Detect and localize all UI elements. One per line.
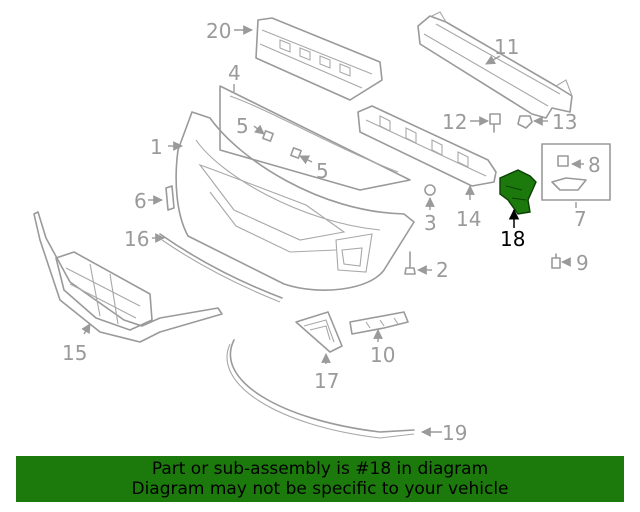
label-11: 11	[494, 35, 519, 59]
label-14: 14	[456, 207, 481, 231]
label-1: 1	[150, 135, 163, 159]
part-6-clip[interactable]	[165, 185, 175, 211]
part-15-grille[interactable]	[33, 211, 223, 343]
label-16: 16	[124, 227, 149, 251]
label-17: 17	[314, 369, 339, 393]
part-3-nut[interactable]	[424, 184, 436, 196]
label-13: 13	[552, 110, 577, 134]
label-18: 18	[500, 227, 525, 251]
part-1-bumper-cover[interactable]	[175, 111, 415, 291]
part-5-clip-a[interactable]	[262, 130, 274, 142]
label-5b: 5	[316, 159, 329, 183]
part-10-bracket[interactable]	[349, 311, 409, 335]
diagram-notice-banner: Part or sub-assembly is #18 in diagram D…	[16, 456, 624, 502]
part-9-bolt[interactable]	[551, 253, 561, 269]
part-8-clip[interactable]	[557, 155, 569, 167]
label-6: 6	[134, 189, 147, 213]
part-19-lower-lip[interactable]	[226, 339, 415, 439]
label-3: 3	[424, 211, 437, 235]
part-2-bolt[interactable]	[404, 251, 416, 275]
label-4: 4	[228, 61, 241, 85]
part-18-shape	[499, 169, 537, 215]
part-11-reinforcement-beam[interactable]	[417, 11, 573, 119]
notice-line-2: Diagram may not be specific to your vehi…	[131, 479, 509, 499]
label-5a: 5	[236, 114, 249, 138]
part-7-bracket-kit[interactable]	[541, 143, 611, 201]
label-12: 12	[442, 110, 467, 134]
bumper-parts-diagram: 20 4 11 12 13 5 5 1 6 16 3 14 18 2 8 7 9…	[33, 11, 611, 445]
part-18-bracket-highlighted[interactable]	[499, 169, 537, 215]
label-9: 9	[576, 251, 589, 275]
label-7: 7	[574, 207, 587, 231]
label-20: 20	[206, 19, 231, 43]
part-12-bolt[interactable]	[489, 113, 501, 133]
label-8: 8	[588, 153, 601, 177]
part-4-upper-panel[interactable]	[219, 85, 411, 191]
label-2: 2	[436, 258, 449, 282]
part-16-lower-molding[interactable]	[159, 233, 283, 303]
part-17-fog-bezel[interactable]	[295, 311, 343, 353]
part-5-clip-b[interactable]	[290, 147, 302, 159]
part-14-energy-absorber[interactable]	[357, 105, 497, 187]
label-19: 19	[442, 421, 467, 445]
label-15: 15	[62, 341, 87, 365]
part-13-nut[interactable]	[517, 115, 533, 129]
notice-line-1: Part or sub-assembly is #18 in diagram	[151, 459, 489, 479]
part-20-upper-absorber[interactable]	[255, 17, 383, 101]
label-10: 10	[370, 343, 395, 367]
